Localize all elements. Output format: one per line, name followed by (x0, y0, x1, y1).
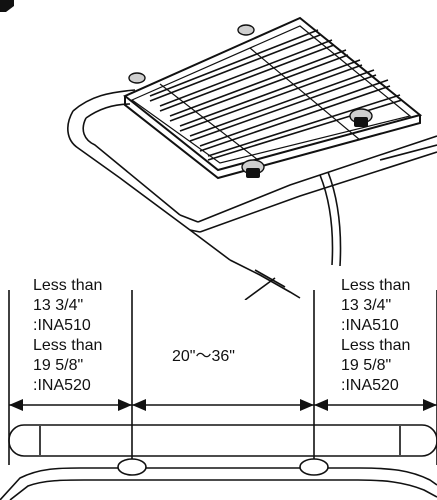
rack-side-bar (8, 424, 437, 457)
roof-rack-illustration (0, 0, 437, 300)
step-number-marker (0, 0, 14, 12)
clearance-line: Less than (33, 277, 103, 294)
clearance-line: 13 3/4" (33, 297, 84, 314)
roof-outline (0, 467, 437, 500)
clearance-line: Less than (341, 277, 411, 294)
clearance-line: :INA520 (341, 377, 399, 394)
clearance-line: :INA510 (33, 317, 91, 334)
clearance-line: 13 3/4" (341, 297, 392, 314)
foot-oval (117, 458, 147, 476)
mount-foot (128, 72, 146, 84)
clearance-line: Less than (341, 337, 411, 354)
clearance-line: 19 5/8" (33, 357, 84, 374)
mount-foot (237, 24, 255, 36)
vehicle-roof (67, 89, 437, 300)
clearance-line: 19 5/8" (341, 357, 392, 374)
roof-rack (123, 16, 423, 180)
arrowheads (9, 399, 437, 411)
clearance-line: Less than (33, 337, 103, 354)
mounting-feet-bases (246, 117, 368, 178)
roof-outline-inner (9, 479, 437, 500)
bar-spacing-label: 20"～36" (172, 348, 235, 365)
foot-oval (299, 458, 329, 476)
clearance-line: :INA510 (341, 317, 399, 334)
right-clearance-label: Less than 13 3/4" :INA510 Less than 19 5… (341, 276, 410, 396)
clearance-line: :INA520 (33, 377, 91, 394)
left-clearance-label: Less than 13 3/4" :INA510 Less than 19 5… (33, 276, 102, 396)
